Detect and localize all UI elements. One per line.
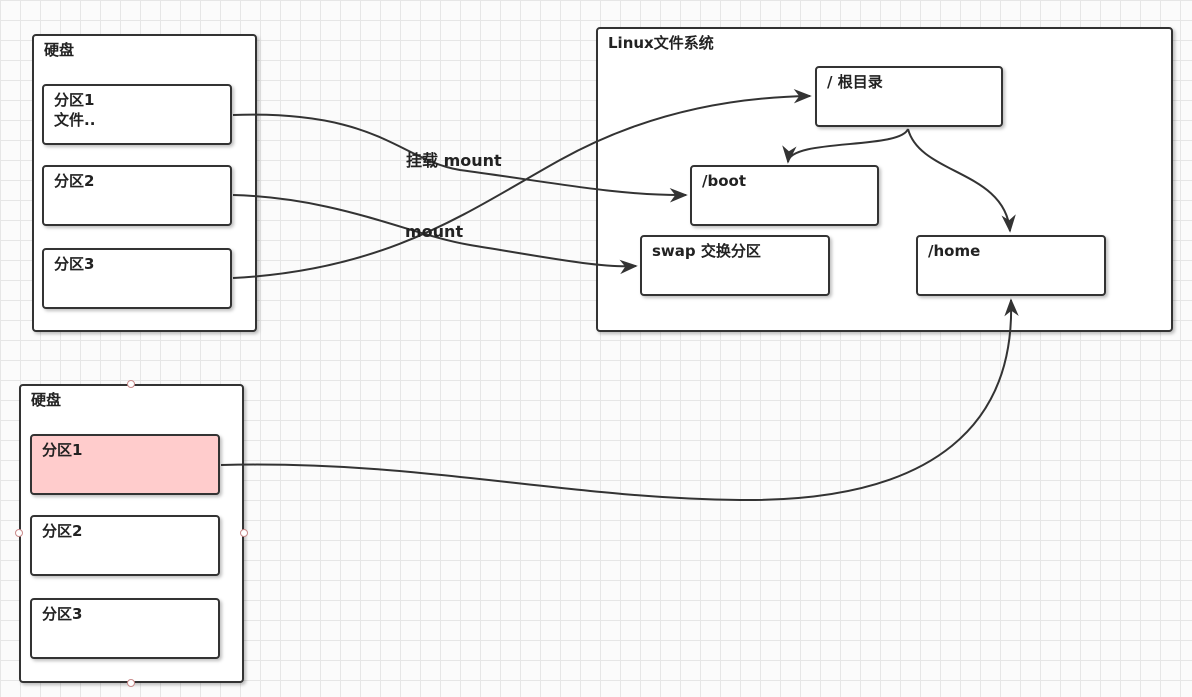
disk-2-partition-3-label: 分区3 [42, 605, 83, 623]
selection-handle-top[interactable] [127, 380, 135, 388]
root-directory-node[interactable]: / 根目录 [815, 66, 1003, 127]
disk-2-partition-2-label: 分区2 [42, 522, 83, 540]
boot-node[interactable]: /boot [690, 165, 879, 226]
edge-disk2-partition1-to-home [220, 298, 1019, 502]
root-directory-label: / 根目录 [827, 73, 883, 91]
edge-label-mount-1: 挂载 mount [406, 151, 502, 170]
disk-2-partition-1[interactable]: 分区1 [30, 434, 220, 495]
disk-1-partition-3[interactable]: 分区3 [42, 248, 232, 309]
edge-label-mount-2: mount [405, 222, 464, 241]
boot-label: /boot [702, 172, 746, 190]
disk-2-title: 硬盘 [31, 391, 62, 409]
disk-2-partition-3[interactable]: 分区3 [30, 598, 220, 659]
swap-label: swap 交换分区 [652, 242, 761, 260]
disk-1-partition-2[interactable]: 分区2 [42, 165, 232, 226]
disk-1-partition-2-label: 分区2 [54, 172, 95, 190]
disk-1-partition-1[interactable]: 分区1 文件.. [42, 84, 232, 145]
selection-handle-right[interactable] [240, 529, 248, 537]
disk-2-partition-2[interactable]: 分区2 [30, 515, 220, 576]
edge-partition2-to-swap [232, 194, 638, 275]
home-node[interactable]: /home [916, 235, 1106, 296]
disk-1-partition-3-label: 分区3 [54, 255, 95, 273]
selection-handle-left[interactable] [15, 529, 23, 537]
swap-node[interactable]: swap 交换分区 [640, 235, 830, 296]
linux-filesystem-title: Linux文件系统 [608, 34, 714, 52]
disk-1-partition-1-label: 分区1 文件.. [54, 91, 96, 129]
edge-root-to-home [907, 128, 1016, 233]
disk-1-title: 硬盘 [44, 41, 75, 59]
edge-partition3-to-root [232, 89, 812, 279]
selection-handle-bottom[interactable] [127, 679, 135, 687]
edge-partition1-to-boot [232, 113, 688, 203]
edge-root-to-boot [782, 128, 909, 164]
disk-2-partition-1-label: 分区1 [42, 441, 83, 459]
home-label: /home [928, 242, 981, 260]
